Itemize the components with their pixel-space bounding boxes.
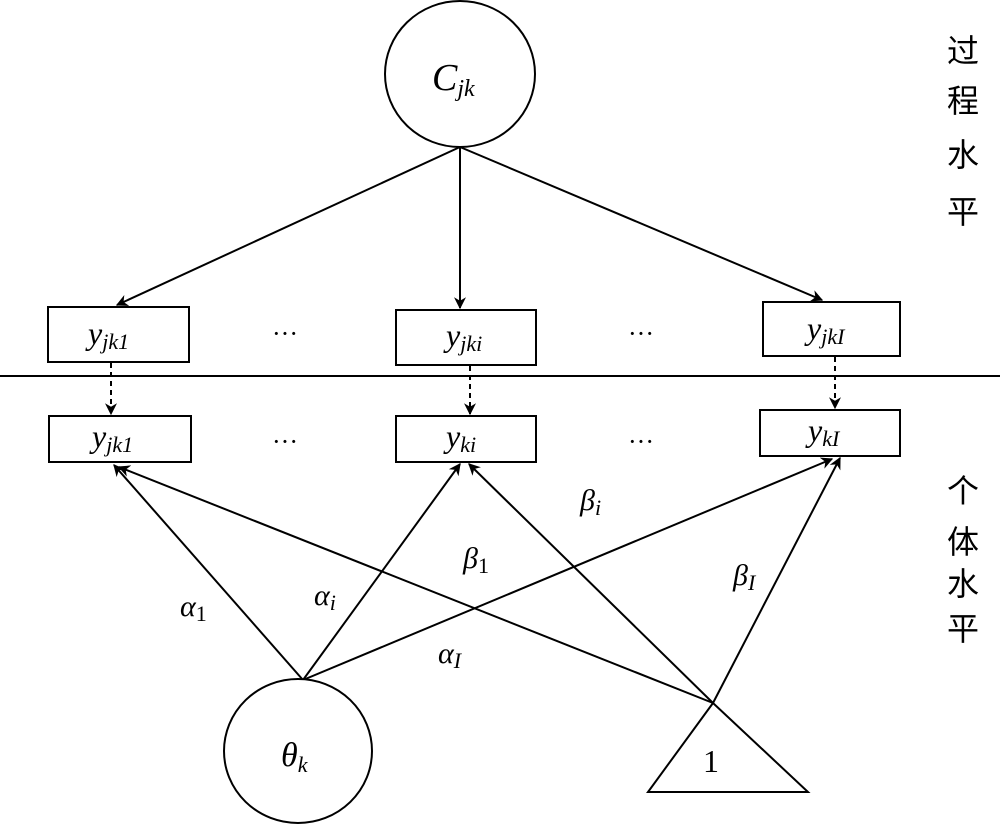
edge-const-to-yI <box>712 456 841 704</box>
theta-node: θk <box>223 678 373 824</box>
ellipsis-process-1: ··· <box>272 319 298 348</box>
process-level-char: 过 <box>947 32 979 70</box>
process-node-I: yjkI <box>762 301 901 357</box>
top-node-cjk: Cjk <box>384 0 536 148</box>
edge-const-to-y1 <box>117 465 714 704</box>
individual-level-char: 水 <box>947 565 979 603</box>
individual-level-char: 平 <box>947 610 979 648</box>
process-node-box <box>47 306 190 363</box>
ellipsis-individual-1: ··· <box>272 427 298 456</box>
edge-theta-to-yI <box>302 457 834 681</box>
edge-theta-to-y1 <box>113 464 304 681</box>
process-node-label: yjki <box>443 317 482 356</box>
individual-node-1: yjk1 <box>48 415 192 463</box>
process-node-box <box>762 301 901 357</box>
constant-node-triangle <box>646 701 811 793</box>
edge-label-beta-I: βI <box>732 559 757 595</box>
individual-level-label: 个 体 水 平 <box>947 472 979 648</box>
individual-node-box <box>48 415 192 463</box>
individual-node-box <box>759 409 901 457</box>
top-node-circle <box>384 0 536 148</box>
constant-node: 1 <box>646 701 811 793</box>
process-node-label: yjkI <box>804 310 846 349</box>
individual-node-i: yki <box>395 415 537 463</box>
process-level-char: 程 <box>947 82 979 120</box>
individual-node-box <box>395 415 537 463</box>
edge-const-to-yi <box>468 463 714 704</box>
edge-label-alpha-1: α1 <box>180 590 207 626</box>
individual-level-char: 体 <box>947 523 979 561</box>
edge-c-to-yjkI <box>459 146 824 302</box>
individual-level-char: 个 <box>947 472 979 510</box>
edge-c-to-yjk1 <box>115 146 461 306</box>
process-node-box <box>395 309 537 366</box>
process-level-label: 过 程 水 平 <box>947 32 979 231</box>
theta-node-label: θk <box>281 737 309 777</box>
individual-node-label: ykI <box>805 412 841 451</box>
constant-node-label: 1 <box>703 743 719 779</box>
edge-label-alpha-i: αi <box>314 579 336 615</box>
process-node-label: yjk1 <box>85 315 129 354</box>
process-node-1: yjk1 <box>47 306 190 363</box>
theta-node-circle <box>223 678 373 824</box>
individual-node-label: yki <box>443 418 476 457</box>
edge-label-alpha-I: αI <box>438 637 463 673</box>
top-node-label: Cjk <box>432 57 475 102</box>
ellipsis-individual-2: ··· <box>628 427 654 456</box>
process-level-char: 平 <box>947 193 979 231</box>
process-node-i: yjki <box>395 309 537 366</box>
ellipsis-process-2: ··· <box>628 319 654 348</box>
individual-node-label: yjk1 <box>89 418 133 457</box>
process-level-char: 水 <box>947 136 979 174</box>
edge-label-beta-i: βi <box>579 484 601 520</box>
individual-node-I: ykI <box>759 409 901 457</box>
edge-label-beta-1: β1 <box>462 542 489 578</box>
